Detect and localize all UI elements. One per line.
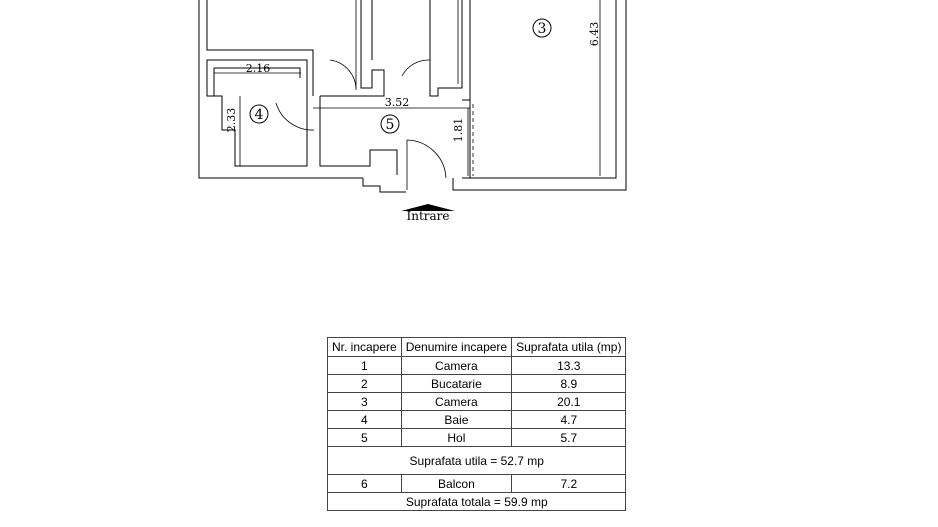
subtotal-text: Suprafata utila = 52.7 mp	[326, 446, 627, 475]
dimension-label: 2.16	[246, 62, 271, 75]
column-header: Nr. incapere	[327, 337, 402, 357]
column-header: Suprafata utila (mp)	[511, 337, 627, 357]
dimension-label: 1.81	[452, 118, 465, 143]
room-number: 5	[327, 428, 402, 447]
room-3-label: 3	[538, 21, 547, 37]
room-name: Camera	[400, 356, 513, 375]
total-text: Suprafata totala = 59.9 mp	[326, 492, 627, 511]
subtotal-row: Suprafata utila = 52.7 mp	[326, 446, 627, 475]
dimension-label: 2.33	[225, 108, 238, 133]
room-number: 1	[327, 356, 402, 375]
dimension-label: 6.43	[588, 22, 601, 47]
table-row: 1 Camera 13.3	[327, 356, 627, 375]
room-name: Camera	[400, 392, 513, 411]
entry-arrow-icon	[401, 204, 455, 211]
table-row: 2 Bucatarie 8.9	[327, 374, 627, 393]
table-row: 3 Camera 20.1	[327, 392, 627, 411]
room-number: 6	[327, 474, 402, 493]
room-name: Balcon	[400, 474, 513, 493]
column-header: Denumire incapere	[400, 337, 513, 357]
room-4-label: 4	[255, 107, 264, 123]
room-area: 13.3	[511, 356, 627, 375]
room-name: Hol	[400, 428, 513, 447]
room-area: 5.7	[511, 428, 627, 447]
table-row: 5 Hol 5.7	[327, 428, 627, 447]
room-number: 2	[327, 374, 402, 393]
floor-plan: 3 4 5 2.16 2.33 3.52 1.81 6.43 Intrare	[198, 0, 627, 223]
room-number: 3	[327, 392, 402, 411]
total-row: Suprafata totala = 59.9 mp	[326, 492, 627, 511]
room-name: Bucatarie	[400, 374, 513, 393]
room-area: 20.1	[511, 392, 627, 411]
entry-label: Intrare	[406, 209, 449, 223]
room-name: Baie	[400, 410, 513, 429]
table-header-row: Nr. incapere Denumire incapere Suprafata…	[327, 337, 627, 357]
room-area: 8.9	[511, 374, 627, 393]
room-number: 4	[327, 410, 402, 429]
table-row: 4 Baie 4.7	[327, 410, 627, 429]
room-area: 4.7	[511, 410, 627, 429]
dimension-label: 3.52	[385, 96, 410, 109]
table-row: 6 Balcon 7.2	[327, 474, 627, 493]
rooms-table: Nr. incapere Denumire incapere Suprafata…	[326, 337, 627, 511]
room-5-label: 5	[386, 117, 395, 133]
room-area: 7.2	[511, 474, 627, 493]
